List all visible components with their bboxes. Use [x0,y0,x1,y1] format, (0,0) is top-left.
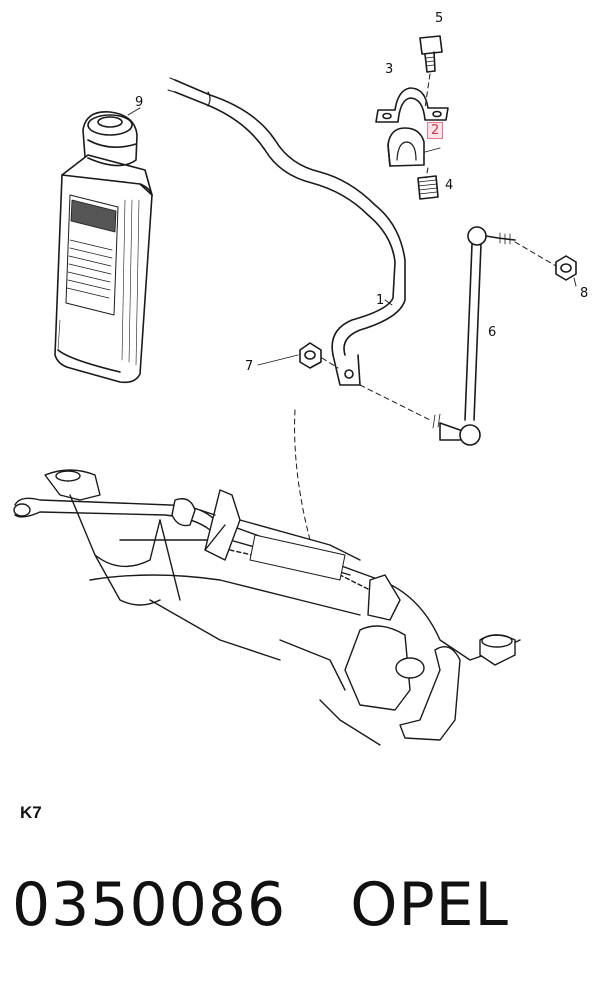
stabilizer-bar [167,77,406,386]
threaded-insert [417,175,439,200]
callout-1: 1 [376,293,385,308]
callout-6: 6 [488,325,497,340]
part-number: 0350086 [12,870,287,940]
rubber-bush [387,127,425,167]
clamp-bracket [375,87,449,123]
callout-9: 9 [135,95,144,110]
callout-3: 3 [385,62,394,77]
front-subframe [13,469,521,746]
brand-name: OPEL [350,870,509,940]
exploded-parts-diagram [13,35,577,746]
callout-8: 8 [580,286,589,301]
callout-4: 4 [445,178,454,193]
footer-caption: 0350086 OPEL [12,870,509,940]
bolt [419,35,443,73]
callout-2[interactable]: 2 [427,122,444,139]
section-code: K7 [20,803,42,822]
callout-5: 5 [435,11,444,26]
stabilizer-link [432,226,516,446]
link-nut-left [299,342,322,369]
callout-7: 7 [245,359,254,374]
fluid-bottle [54,111,153,384]
link-nut-right [555,255,577,281]
